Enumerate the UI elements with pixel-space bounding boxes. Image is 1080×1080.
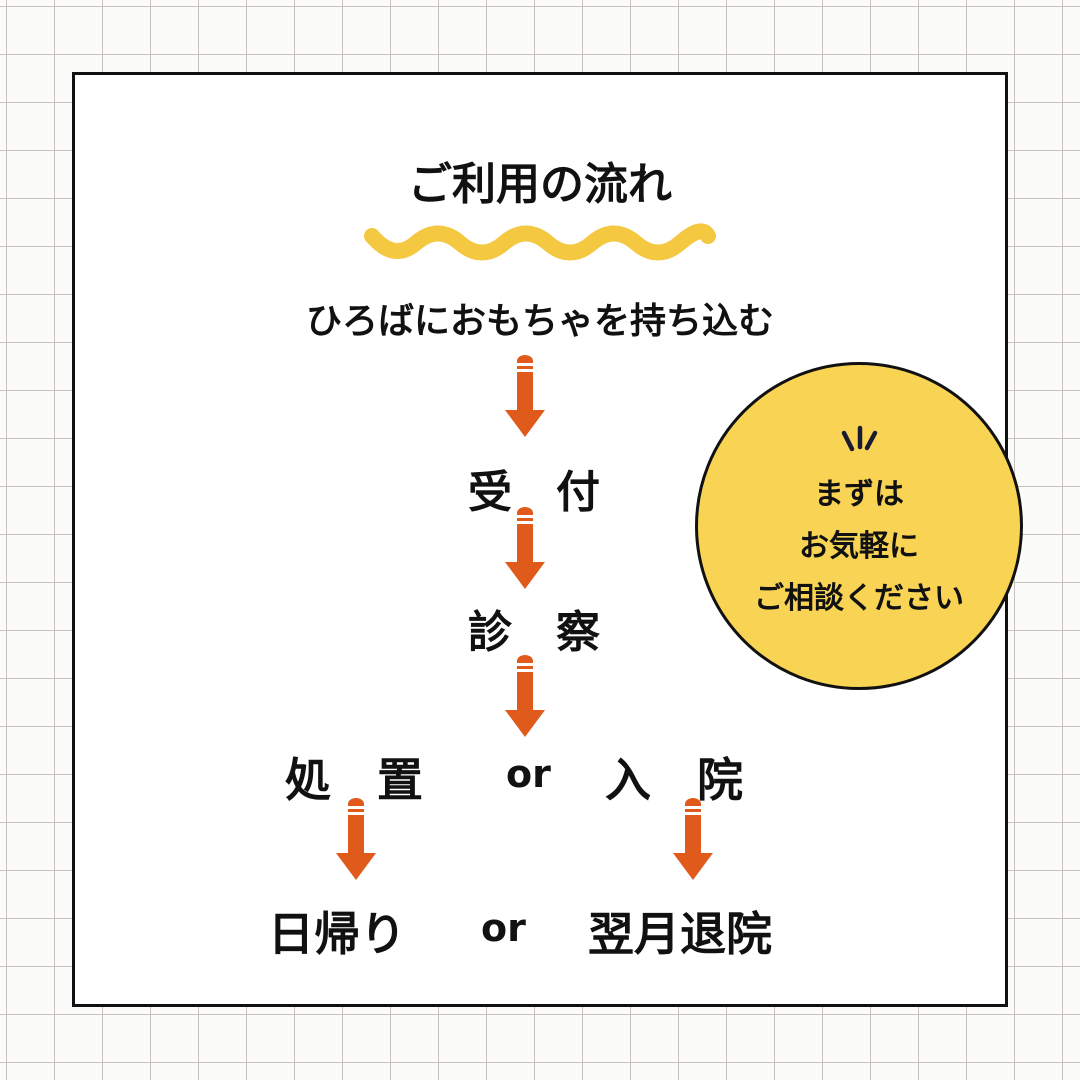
bubble-line-1: まずは bbox=[814, 477, 904, 512]
step-treatment: 処 置 bbox=[285, 753, 423, 807]
arrow-down-icon bbox=[505, 355, 545, 437]
step-day-return: 日帰り bbox=[268, 907, 406, 961]
step-hospitalization: 入 院 bbox=[605, 753, 743, 807]
arrow-down-icon bbox=[673, 798, 713, 880]
arrow-down-icon bbox=[505, 507, 545, 589]
step-next-month-discharge: 翌月退院 bbox=[588, 907, 772, 961]
arrow-down-icon bbox=[505, 655, 545, 737]
or-label: or bbox=[506, 752, 551, 796]
or-label: or bbox=[481, 906, 526, 950]
bubble-line-2: お気軽に bbox=[799, 529, 919, 564]
wavy-underline bbox=[364, 223, 716, 261]
bubble-line-3: ご相談ください bbox=[754, 581, 964, 616]
consultation-bubble: まずは お気軽に ご相談ください bbox=[695, 362, 1023, 690]
sparkle-icon bbox=[841, 425, 878, 452]
step-bring-toys: ひろばにおもちゃを持ち込む bbox=[305, 301, 774, 342]
step-reception: 受 付 bbox=[468, 467, 600, 518]
arrow-down-icon bbox=[336, 798, 376, 880]
page-title: ご利用の流れ bbox=[408, 159, 672, 210]
step-examination: 診 察 bbox=[468, 607, 600, 658]
